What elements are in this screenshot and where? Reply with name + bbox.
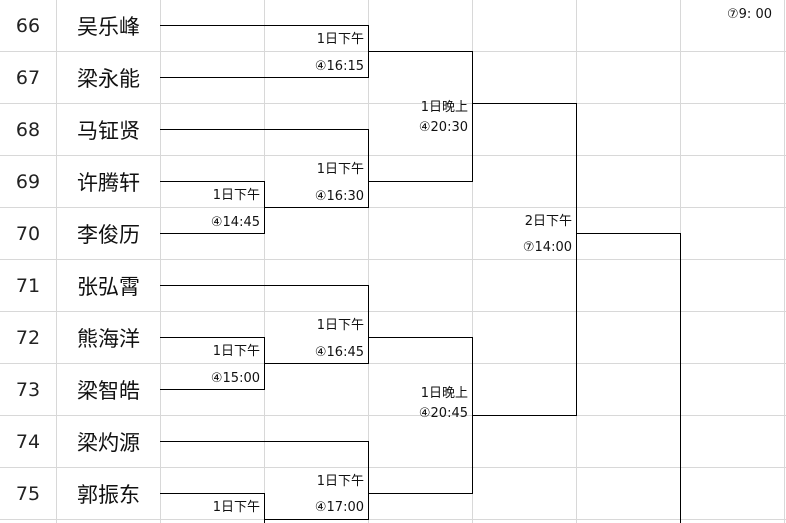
row-number[interactable]: 74 (15, 431, 41, 453)
bracket-line (160, 337, 265, 338)
grid-line (368, 0, 369, 523)
row-number[interactable]: 73 (15, 379, 41, 401)
grid-line (0, 103, 786, 104)
player-name[interactable]: 熊海洋 (77, 327, 140, 351)
match-day-label: 1日晚上 (420, 386, 468, 401)
match-time-label: ④17:00 (314, 500, 364, 515)
match-time-label: ④16:15 (314, 59, 364, 74)
match-time-label: ④20:45 (418, 406, 468, 421)
row-number[interactable]: 75 (15, 483, 41, 505)
match-day-label: 1日下午 (212, 500, 260, 515)
corner-time-label: ⑦9: 00 (727, 7, 772, 22)
match-time-label: ④16:30 (314, 189, 364, 204)
bracket-line (472, 51, 473, 182)
grid-line (0, 519, 786, 520)
match-day-label: 1日下午 (316, 32, 364, 47)
player-name[interactable]: 吴乐峰 (77, 15, 140, 39)
bracket-line (368, 337, 473, 338)
bracket-line (160, 441, 369, 442)
player-name[interactable]: 李俊历 (77, 223, 140, 247)
bracket-line (576, 233, 681, 234)
grid-line (0, 155, 786, 156)
match-day-label: 1日下午 (212, 188, 260, 203)
grid-line (0, 207, 786, 208)
player-name[interactable]: 马钲贤 (77, 119, 140, 143)
player-name[interactable]: 梁灼源 (77, 431, 140, 455)
row-number[interactable]: 67 (15, 67, 41, 89)
row-number[interactable]: 68 (15, 119, 41, 141)
grid-line (56, 0, 57, 523)
player-name[interactable]: 梁智皓 (77, 379, 140, 403)
bracket-line (160, 233, 265, 234)
player-name[interactable]: 许腾轩 (77, 171, 140, 195)
row-number[interactable]: 66 (15, 15, 41, 37)
bracket-line (160, 389, 265, 390)
match-day-label: 1日下午 (316, 318, 364, 333)
match-day-label: 1日下午 (316, 474, 364, 489)
bracket-line (160, 77, 369, 78)
match-day-label: 1日晚上 (420, 100, 468, 115)
row-number[interactable]: 69 (15, 171, 41, 193)
bracket-line (264, 363, 369, 364)
grid-line (0, 259, 786, 260)
grid-line (0, 311, 786, 312)
player-name[interactable]: 郭振东 (77, 483, 140, 507)
bracket-line (680, 233, 681, 523)
grid-line (784, 0, 785, 523)
bracket-line (264, 493, 265, 523)
bracket-line (472, 415, 577, 416)
bracket-line (368, 441, 369, 520)
bracket-line (368, 493, 473, 494)
bracket-line (576, 103, 577, 416)
bracket-line (160, 493, 265, 494)
match-day-label: 1日下午 (316, 162, 364, 177)
bracket-line (368, 181, 473, 182)
row-number[interactable]: 70 (15, 223, 41, 245)
player-name[interactable]: 梁永能 (77, 67, 140, 91)
match-time-label: ④16:45 (314, 345, 364, 360)
match-time-label: ④14:45 (210, 215, 260, 230)
row-number[interactable]: 72 (15, 327, 41, 349)
grid-line (0, 467, 786, 468)
bracket-line (264, 519, 369, 520)
grid-line (0, 415, 786, 416)
grid-line (264, 0, 265, 523)
bracket-line (368, 129, 369, 208)
bracket-line (368, 285, 369, 364)
player-name[interactable]: 张弘霄 (77, 275, 140, 299)
match-day-label: 2日下午 (524, 214, 572, 229)
grid-line (472, 0, 473, 523)
bracket-line (472, 103, 577, 104)
grid-line (160, 0, 161, 523)
bracket-line (368, 51, 473, 52)
bracket-line (160, 25, 369, 26)
row-number[interactable]: 71 (15, 275, 41, 297)
bracket-line (160, 129, 369, 130)
match-time-label: ④20:30 (418, 120, 468, 135)
bracket-line (160, 285, 369, 286)
grid-line (0, 363, 786, 364)
match-day-label: 1日下午 (212, 344, 260, 359)
bracket-line (264, 207, 369, 208)
match-time-label: ⑦14:00 (522, 240, 572, 255)
match-time-label: ④15:00 (210, 371, 260, 386)
bracket-line (160, 181, 265, 182)
